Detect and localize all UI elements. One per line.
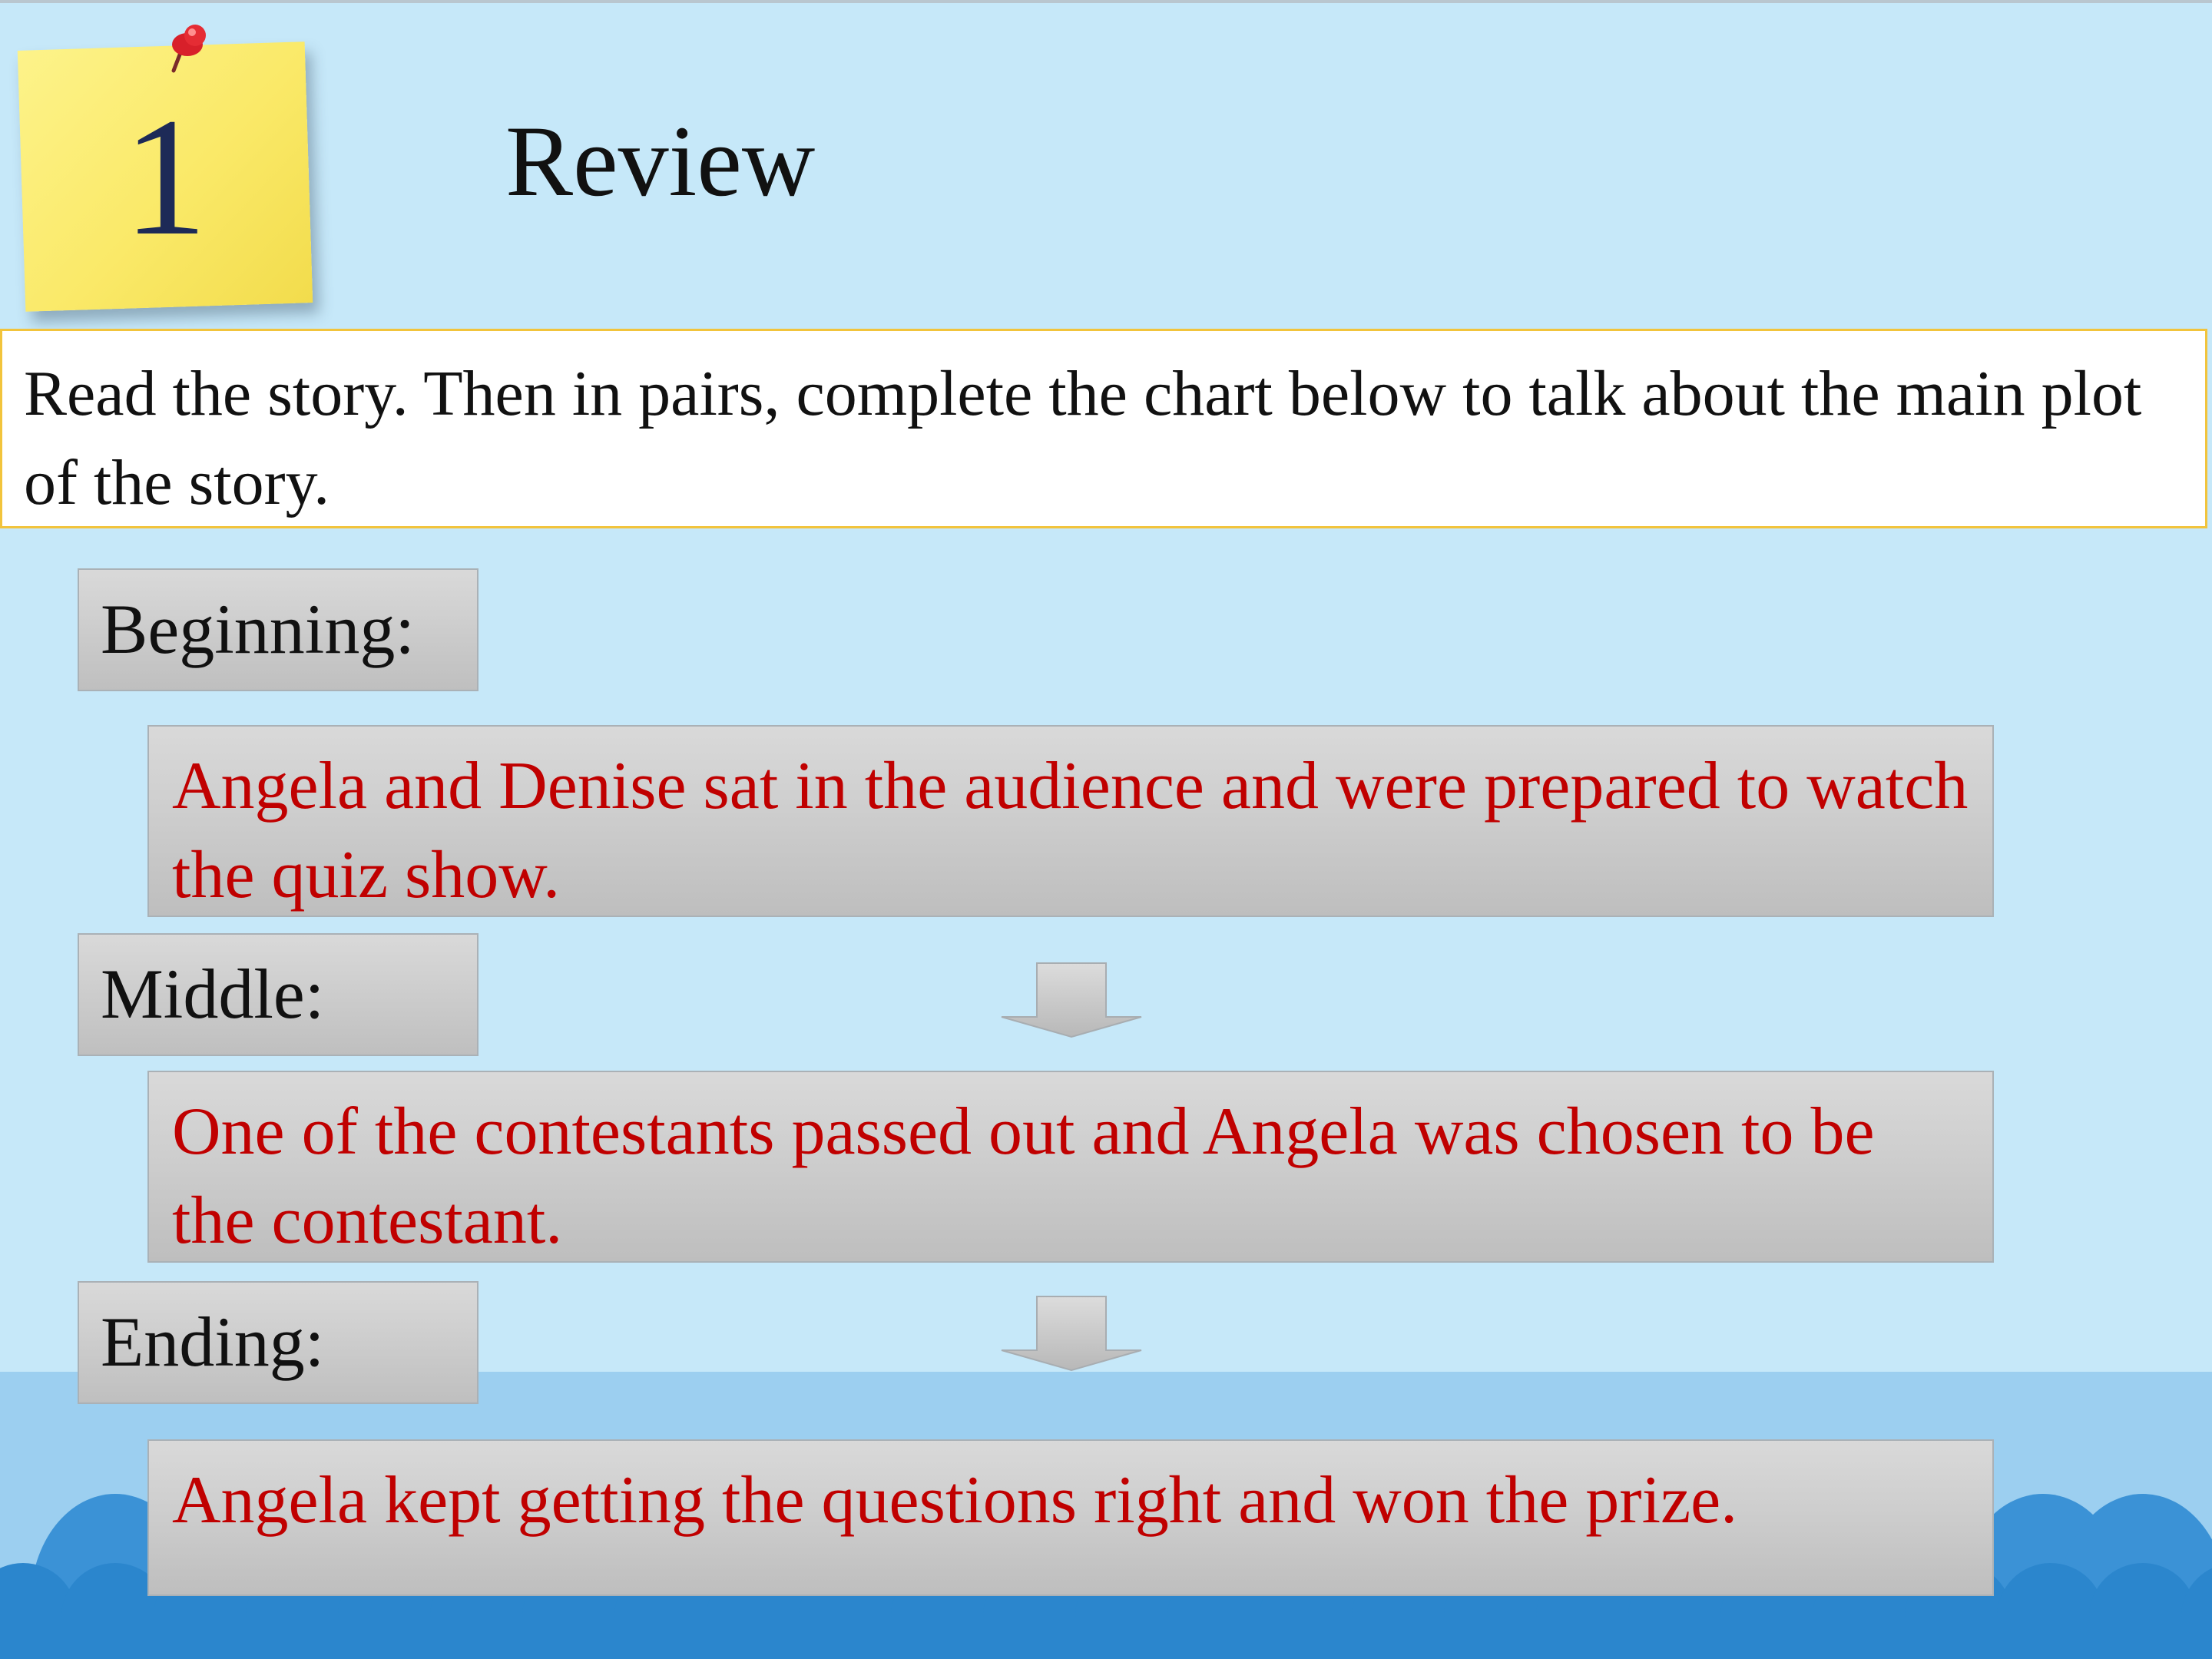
beginning-answer-box: Angela and Denise sat in the audience an… <box>147 725 1994 917</box>
beginning-label-box: Beginning: <box>78 568 478 691</box>
sticky-note: 1 <box>17 41 313 312</box>
ending-answer-text: Angela kept getting the questions right … <box>172 1463 1738 1538</box>
down-arrow-icon <box>1001 1296 1142 1372</box>
instruction-text: Read the story. Then in pairs, complete … <box>24 358 2142 518</box>
slide-title: Review <box>505 104 816 217</box>
ending-label-box: Ending: <box>78 1281 478 1404</box>
ending-answer-box: Angela kept getting the questions right … <box>147 1439 1994 1596</box>
middle-label: Middle: <box>101 955 325 1033</box>
middle-answer-box: One of the contestants passed out and An… <box>147 1071 1994 1263</box>
instruction-box: Read the story. Then in pairs, complete … <box>0 329 2207 528</box>
middle-answer-text: One of the contestants passed out and An… <box>172 1094 1875 1258</box>
beginning-label: Beginning: <box>101 590 415 668</box>
down-arrow-icon <box>1001 962 1142 1038</box>
ending-label: Ending: <box>101 1303 325 1381</box>
push-pin-icon <box>171 25 206 73</box>
middle-label-box: Middle: <box>78 933 478 1056</box>
beginning-answer-text: Angela and Denise sat in the audience an… <box>172 749 1969 912</box>
section-number: 1 <box>123 83 207 270</box>
top-rule <box>0 0 2212 3</box>
